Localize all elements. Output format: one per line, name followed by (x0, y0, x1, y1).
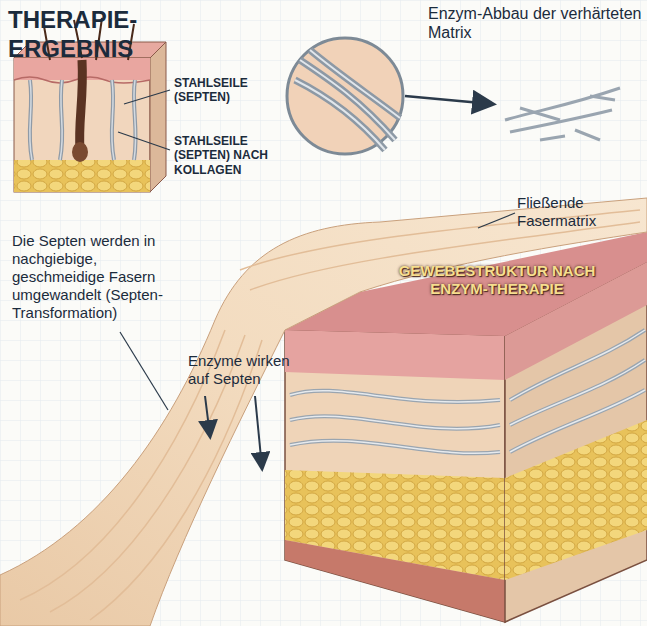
leader-line (118, 132, 170, 150)
note: Die Septen werden in nachgiebige, geschm… (12, 232, 190, 322)
block-title: GEWEBESTRUKTUR NACH ENZYM-THERAPIE (380, 262, 614, 298)
magnifier (287, 38, 403, 154)
part-label: STAHLSEILE (SEPTEN) NACH KOLLAGEN (174, 134, 282, 177)
arrow (205, 396, 210, 436)
leader-line (124, 90, 170, 104)
title: THERAPIE-ERGEBNIS (8, 6, 248, 64)
callout-label: Fließende Fasermatrix (517, 194, 643, 230)
flowing-sheet (0, 198, 647, 626)
callout-label: Enzyme wirken auf Septen (188, 352, 306, 388)
part-label: STAHLSEILE (SEPTEN) (174, 76, 282, 105)
callout-label: Enzym-Abbau der verhärteten Matrix (428, 4, 642, 42)
arrow (405, 96, 492, 104)
leader-line (478, 213, 515, 228)
arrow (255, 396, 262, 468)
leader-line (120, 332, 168, 410)
broken-fibers (505, 88, 620, 140)
